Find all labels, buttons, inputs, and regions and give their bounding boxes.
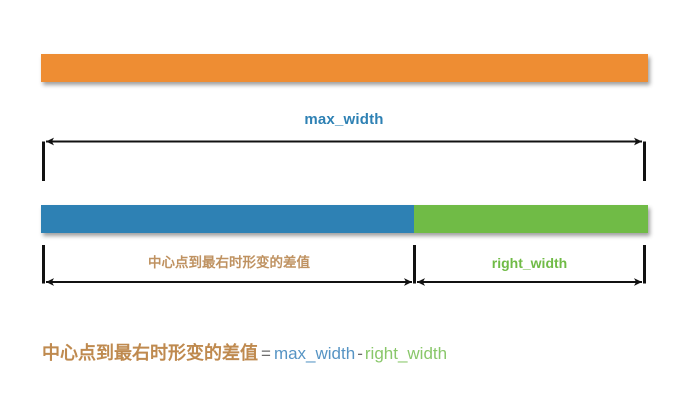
max-width-label: max_width <box>304 111 384 128</box>
split-bar-group <box>41 205 648 233</box>
difference-label: 中心点到最右时形变的差值 <box>148 255 310 270</box>
formula-equals-sign: = <box>261 344 271 363</box>
formula-line: 中心点到最右时形变的差值=max_width-right_width <box>42 343 447 365</box>
formula-term-right-width: right_width <box>364 344 448 363</box>
formula-term-max-width: max_width <box>273 344 356 363</box>
difference-bar <box>41 205 414 233</box>
max-width-bar <box>41 54 648 82</box>
top-measure-group <box>42 137 646 181</box>
right-width-bar <box>414 205 648 233</box>
formula-minus-sign: - <box>357 344 363 363</box>
formula-term-difference: 中心点到最右时形变的差值 <box>42 343 258 363</box>
right-width-label: right_width <box>491 255 568 271</box>
